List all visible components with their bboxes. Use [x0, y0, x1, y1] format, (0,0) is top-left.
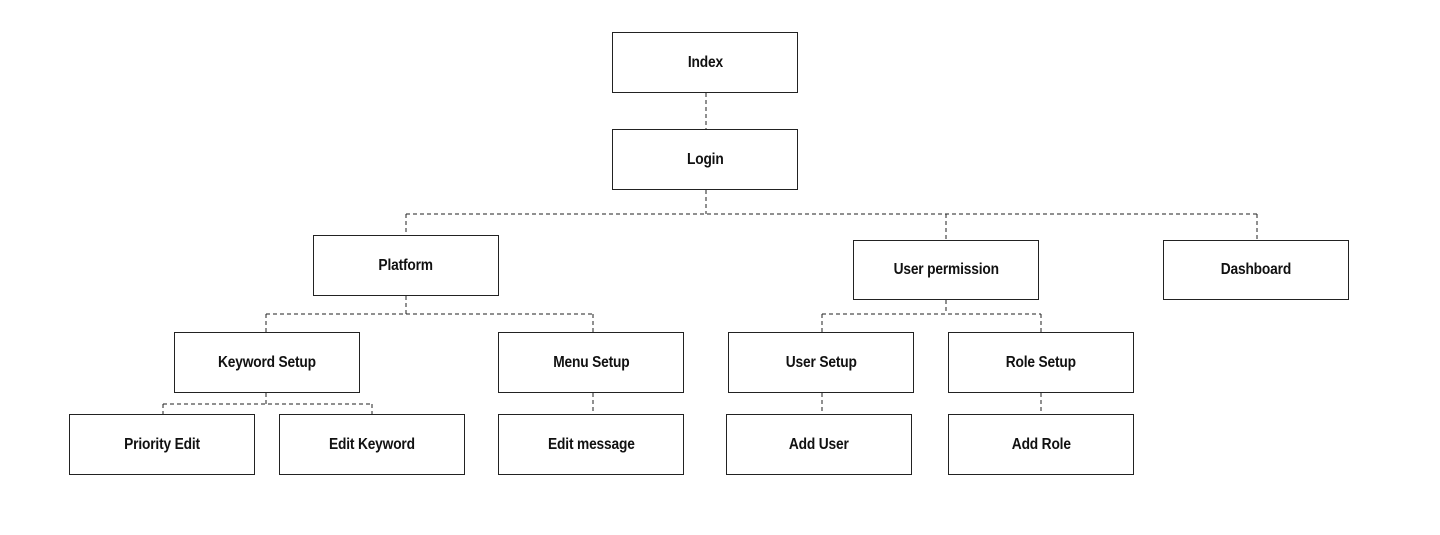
- node-add-role[interactable]: Add Role: [948, 414, 1134, 475]
- node-edit-message[interactable]: Edit message: [498, 414, 684, 475]
- node-platform[interactable]: Platform: [313, 235, 499, 296]
- node-user-permission[interactable]: User permission: [853, 240, 1039, 300]
- node-login[interactable]: Login: [612, 129, 798, 190]
- node-edit-keyword-label: Edit Keyword: [329, 435, 415, 453]
- node-login-label: Login: [686, 150, 724, 168]
- node-priority-edit-label: Priority Edit: [124, 435, 200, 453]
- node-user-permission-label: User permission: [893, 261, 999, 278]
- node-menu-setup[interactable]: Menu Setup: [498, 332, 684, 393]
- node-role-setup-label: Role Setup: [1005, 353, 1077, 371]
- node-add-user[interactable]: Add User: [726, 414, 912, 475]
- node-index[interactable]: Index: [612, 32, 798, 93]
- node-keyword-setup[interactable]: Keyword Setup: [174, 332, 360, 393]
- node-index-label: Index: [687, 53, 723, 71]
- node-add-role-label: Add Role: [1011, 435, 1071, 453]
- node-keyword-setup-label: Keyword Setup: [218, 353, 316, 371]
- node-dashboard-label: Dashboard: [1220, 261, 1292, 278]
- node-platform-label: Platform: [378, 256, 434, 274]
- node-menu-setup-label: Menu Setup: [552, 353, 630, 371]
- node-user-setup[interactable]: User Setup: [728, 332, 914, 393]
- node-priority-edit[interactable]: Priority Edit: [69, 414, 255, 475]
- node-user-setup-label: User Setup: [785, 353, 857, 371]
- node-edit-keyword[interactable]: Edit Keyword: [279, 414, 465, 475]
- node-role-setup[interactable]: Role Setup: [948, 332, 1134, 393]
- node-dashboard[interactable]: Dashboard: [1163, 240, 1349, 300]
- node-add-user-label: Add User: [789, 435, 849, 453]
- node-edit-message-label: Edit message: [547, 435, 635, 453]
